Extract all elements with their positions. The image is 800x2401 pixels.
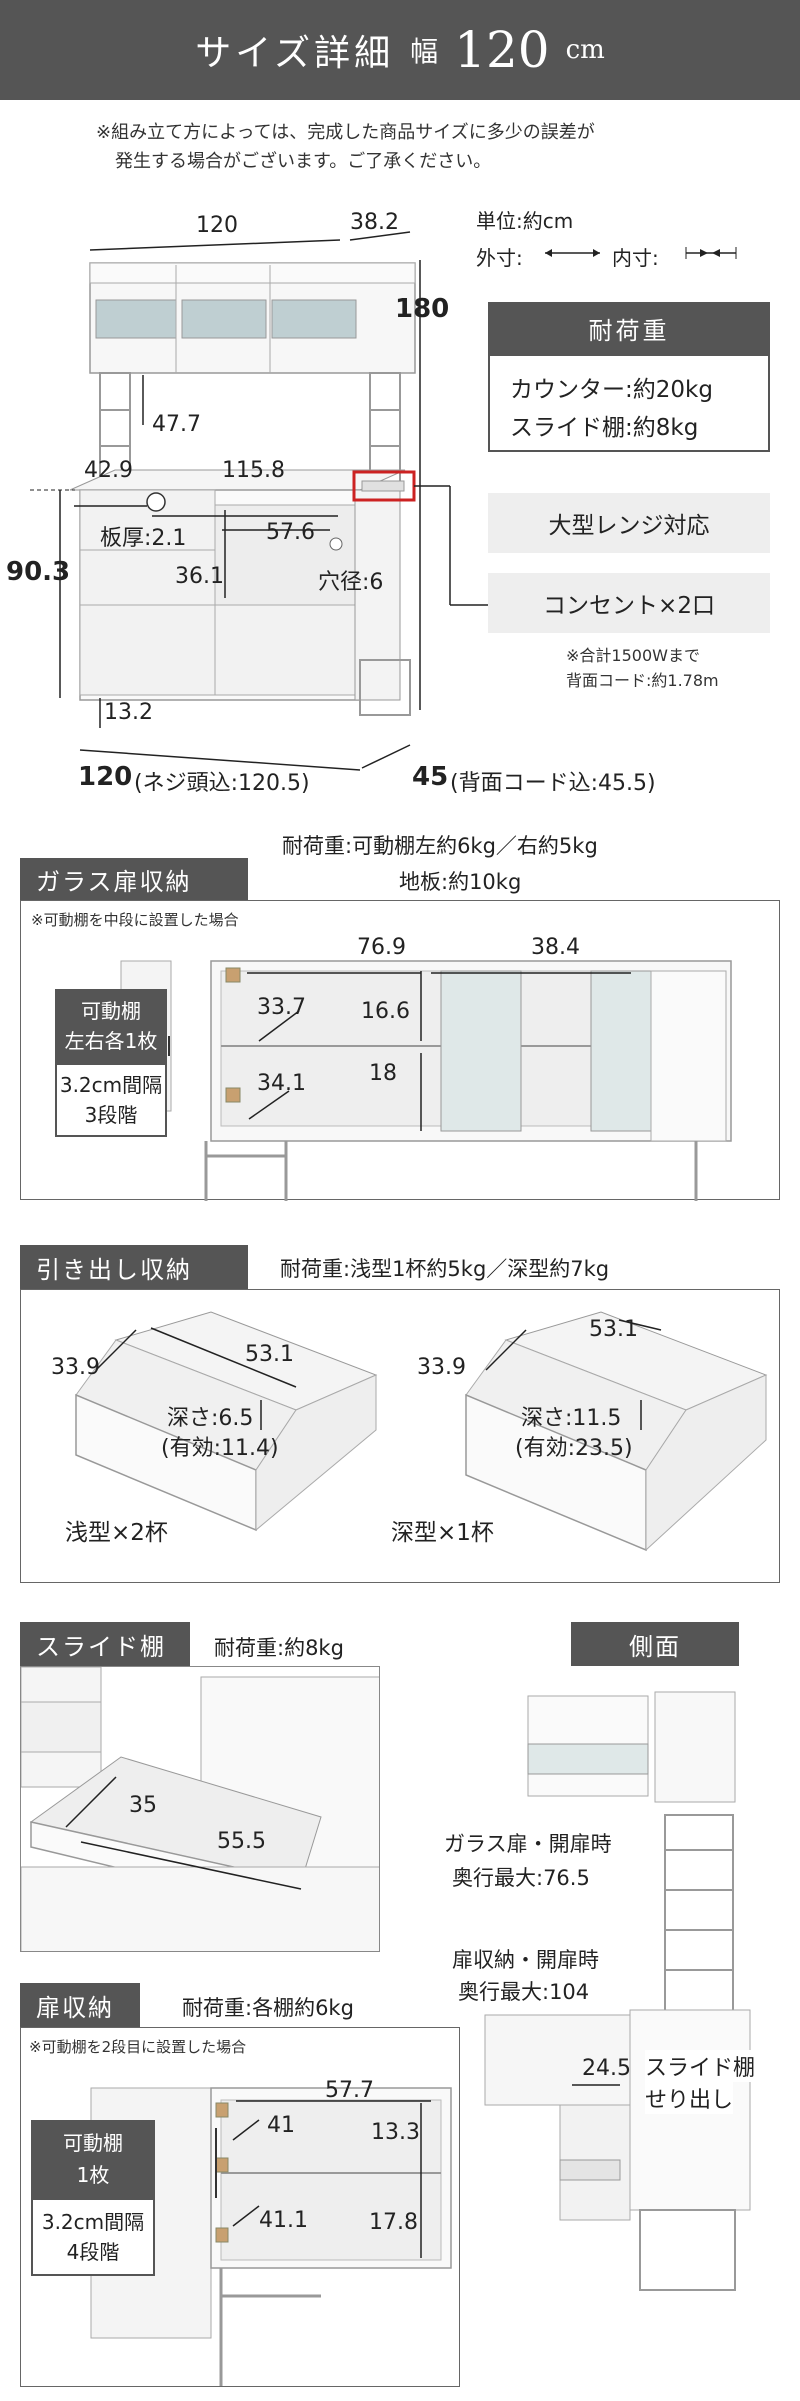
overview-section: 120 38.2 180 47.7 42.9 115.8 90.3 板厚:2.1… (0, 190, 800, 796)
door-section-tab: 扉収納 (20, 1983, 140, 2027)
dim-board-thickness: 板厚:2.1 (100, 526, 187, 551)
outer-label: 外寸: (476, 246, 523, 270)
glass-dim-h1: 16.6 (361, 999, 410, 1024)
glass-load-1: 耐荷重:可動棚左約6kg／右約5kg (282, 834, 598, 858)
glass-section-tab: ガラス扉収納 (20, 858, 248, 900)
drawer-illustration (75, 1311, 768, 1552)
load-title: 耐荷重 (488, 302, 770, 354)
glass-dim-d1: 33.7 (257, 995, 306, 1020)
dim-hole-diameter: 穴径:6 (318, 570, 384, 595)
dim-left-width: 42.9 (84, 458, 133, 483)
deep-depth-2: (有効:23.5) (515, 1436, 633, 1461)
dim-bottom-depth-note: (背面コード込:45.5) (450, 771, 656, 796)
glass-step-1: 3.2cm間隔 (59, 1073, 163, 1097)
side-door-open-1: 扉収納・開扉時 (452, 1948, 599, 1972)
side-slide-out-dim: 24.5 (582, 2056, 631, 2081)
page-header: サイズ詳細 幅 120 cm (0, 0, 800, 100)
door-panel: ※可動棚を2段目に設置した場合 57.7 41 13.3 41.1 17.8 可… (20, 2027, 460, 2387)
glass-dim-d2: 34.1 (257, 1071, 306, 1096)
glass-panel: ※可動棚を中段に設置した場合 76.9 38.4 33.7 16.6 34.1 … (20, 900, 780, 1201)
door-step-box: 3.2cm間隔 4段階 (31, 2198, 155, 2276)
load-box: カウンター:約20kg スライド棚:約8kg (488, 354, 770, 452)
deep-label: 深型×1杯 (391, 1520, 494, 1546)
notice-line-1: ※組み立て方によっては、完成した商品サイズに多少の誤差が (96, 122, 595, 143)
side-section-tab: 側面 (571, 1622, 739, 1666)
dim-top-width: 120 (196, 213, 238, 238)
slide-section-tab: スライド棚 (20, 1622, 190, 1666)
glass-dim-w1: 76.9 (357, 935, 406, 960)
shallow-depth-dim: 33.9 (51, 1355, 100, 1380)
outlet-note-1: ※合計1500Wまで (566, 646, 700, 665)
glass-shelf-label-1: 可動棚 (81, 999, 141, 1023)
drawer-panel: 33.9 53.1 深さ:6.5 (有効:11.4) 浅型×2杯 33.9 53… (20, 1289, 780, 1583)
door-note: ※可動棚を2段目に設置した場合 (29, 2038, 247, 2056)
cabinet-illustration (30, 231, 737, 771)
outlet-note-2: 背面コード:約1.78m (566, 671, 719, 690)
door-step-1: 3.2cm間隔 (41, 2210, 145, 2234)
slide-illustration (21, 1667, 379, 1951)
glass-illustration (120, 960, 732, 1201)
dim-bottom-depth: 45 (412, 762, 449, 792)
door-step-2: 4段階 (66, 2240, 120, 2264)
header-title: サイズ詳細 (195, 33, 395, 74)
door-load: 耐荷重:各棚約6kg (182, 1996, 354, 2020)
dim-mid-height: 36.1 (175, 564, 224, 589)
door-shelf-label-1: 可動棚 (63, 2131, 123, 2155)
side-door-open-2: 奥行最大:104 (458, 1980, 590, 2004)
door-dim-d1: 41 (267, 2113, 295, 2138)
shallow-label: 浅型×2杯 (65, 1520, 168, 1546)
glass-note: ※可動棚を中段に設置した場合 (31, 911, 239, 929)
range-badge: 大型レンジ対応 (488, 493, 770, 553)
side-glass-open-2: 奥行最大:76.5 (452, 1866, 590, 1890)
glass-load-2: 地板:約10kg (399, 870, 522, 894)
drawer-section-tab: 引き出し収納 (20, 1245, 248, 1289)
header-width-value: 120 (454, 21, 550, 79)
load-slide: スライド棚:約8kg (510, 415, 699, 441)
door-illustration (90, 2087, 452, 2386)
shallow-width-dim: 53.1 (245, 1342, 294, 1367)
slide-panel: 35 55.5 (20, 1666, 380, 1952)
slide-load: 耐荷重:約8kg (214, 1636, 344, 1660)
dim-bottom-width-note: (ネジ頭込:120.5) (134, 771, 310, 796)
drawer-load: 耐荷重:浅型1杯約5kg／深型約7kg (280, 1257, 610, 1281)
header-unit: cm (565, 35, 605, 65)
outlet-badge: コンセント×2口 (488, 573, 770, 633)
glass-step-2: 3段階 (84, 1103, 138, 1127)
shallow-depth-1: 深さ:6.5 (167, 1406, 254, 1431)
door-dim-d2: 41.1 (259, 2208, 308, 2233)
unit-label: 単位:約cm (476, 209, 574, 233)
door-dim-h1: 13.3 (371, 2120, 420, 2145)
dim-height: 180 (395, 294, 450, 324)
dim-counter-width: 115.8 (222, 458, 285, 483)
deep-depth-dim: 33.9 (417, 1355, 466, 1380)
slide-width-dim: 55.5 (217, 1829, 266, 1854)
header-width-label: 幅 (410, 35, 439, 68)
dim-upper-gap: 47.7 (152, 412, 201, 437)
glass-shelf-label-2: 左右各1枚 (64, 1029, 158, 1053)
notice-line-2: 発生する場合がございます。ご了承ください。 (115, 151, 492, 172)
slide-depth-dim: 35 (129, 1793, 157, 1818)
glass-shelf-label: 可動棚 左右各1枚 (55, 989, 167, 1063)
load-counter: カウンター:約20kg (510, 377, 713, 403)
door-shelf-label: 可動棚 1枚 (31, 2120, 155, 2198)
glass-step-box: 3.2cm間隔 3段階 (55, 1063, 167, 1137)
door-dim-h2: 17.8 (369, 2210, 418, 2235)
deep-width-dim: 53.1 (589, 1317, 638, 1342)
side-glass-open-1: ガラス扉・開扉時 (444, 1832, 612, 1856)
dim-foot-height: 13.2 (104, 700, 153, 725)
door-dim-width: 57.7 (325, 2078, 374, 2103)
dim-mid-width: 57.6 (266, 520, 315, 545)
side-slide-out-1: スライド棚 (645, 2050, 756, 2082)
inner-label: 内寸: (612, 246, 659, 270)
dim-bottom-width: 120 (78, 762, 133, 792)
shallow-depth-2: (有効:11.4) (161, 1436, 279, 1461)
glass-dim-h2: 18 (369, 1061, 397, 1086)
dim-counter-height: 90.3 (6, 557, 71, 587)
side-slide-out-2: せり出し (645, 2082, 734, 2114)
glass-dim-w2: 38.4 (531, 935, 580, 960)
door-shelf-label-2: 1枚 (76, 2163, 110, 2187)
dim-top-depth: 38.2 (350, 210, 399, 235)
deep-depth-1: 深さ:11.5 (521, 1406, 622, 1431)
